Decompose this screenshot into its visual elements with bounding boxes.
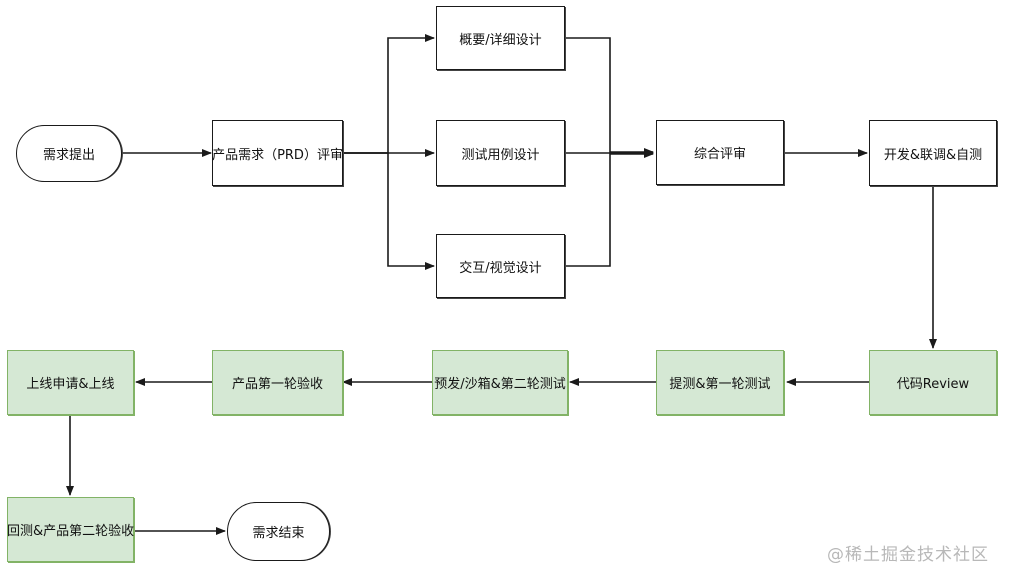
node-dev-selftest-label: 开发&联调&自测: [883, 147, 983, 163]
node-test-round2: 预发/沙箱&第二轮测试: [432, 350, 568, 415]
edge-prd-to-ux-design: [343, 152, 435, 270]
node-ux-design: 交互/视觉设计: [436, 234, 565, 298]
node-start: 需求提出: [16, 125, 122, 182]
edge-detail-design-to-review: [565, 37, 654, 156]
node-product-accept1-label: 产品第一轮验收: [231, 377, 323, 392]
node-end: 需求结束: [227, 502, 330, 561]
node-comprehensive-review-label: 综合评审: [693, 147, 746, 162]
edge-prd-to-detail-design: [343, 34, 435, 154]
node-end-label: 需求结束: [252, 526, 305, 541]
node-product-accept1: 产品第一轮验收: [212, 350, 343, 415]
edge-ux-design-to-review: [565, 150, 654, 267]
node-product-accept2: 回测&产品第二轮验收: [7, 497, 134, 562]
watermark: @稀土掘金技术社区: [827, 545, 989, 565]
node-prd-review-label: 产品需求（PRD）评审: [212, 147, 343, 163]
node-detail-design-label: 概要/详细设计: [459, 32, 542, 48]
node-test-round2-label: 预发/沙箱&第二轮测试: [434, 377, 566, 392]
node-test-case-design-label: 测试用例设计: [461, 147, 540, 163]
node-ux-design-label: 交互/视觉设计: [459, 260, 542, 276]
node-prd-review: 产品需求（PRD）评审: [212, 120, 343, 186]
node-comprehensive-review: 综合评审: [656, 120, 784, 185]
node-release: 上线申请&上线: [7, 350, 134, 415]
node-code-review-label: 代码Review: [896, 377, 970, 392]
node-code-review: 代码Review: [869, 350, 997, 415]
node-test-round1: 提测&第一轮测试: [656, 350, 784, 415]
node-product-accept2-label: 回测&产品第二轮验收: [6, 524, 135, 539]
node-test-round1-label: 提测&第一轮测试: [669, 377, 771, 392]
node-release-label: 上线申请&上线: [26, 377, 115, 392]
node-dev-selftest: 开发&联调&自测: [869, 120, 997, 186]
node-detail-design: 概要/详细设计: [436, 6, 565, 70]
node-start-label: 需求提出: [42, 148, 95, 163]
node-test-case-design: 测试用例设计: [436, 120, 565, 186]
